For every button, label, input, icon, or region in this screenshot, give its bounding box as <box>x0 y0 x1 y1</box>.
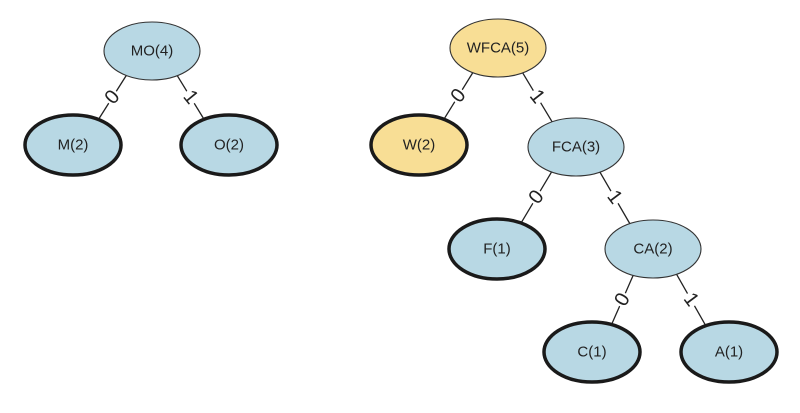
node-mo: MO(4) <box>103 21 201 81</box>
edges-layer: 0 1 0 1 0 1 0 1 <box>94 66 710 332</box>
edge-fca-ca: 1 <box>595 165 634 229</box>
edge-label-group: 1 <box>178 86 202 109</box>
edge-label-gap <box>179 86 202 109</box>
node-a: A(1) <box>679 320 779 384</box>
edge-label-group: 0 <box>524 186 548 209</box>
node-o: O(2) <box>179 113 279 177</box>
node-f: F(1) <box>447 217 547 281</box>
node-label: O(2) <box>214 137 244 154</box>
node-ca: CA(2) <box>604 219 702 279</box>
node-label: FCA(3) <box>552 139 600 156</box>
edge-label-gap <box>447 84 470 107</box>
internal-node-shape <box>527 117 625 177</box>
node-label: M(2) <box>58 137 89 154</box>
edge-label-group: 0 <box>610 289 635 311</box>
node-label: MO(4) <box>131 43 174 60</box>
nodes-layer: MO(4) M(2) O(2) WFCA(5) W(2) FCA(3) F(1) CA(2) C… <box>23 18 779 384</box>
edge-label-gap <box>101 86 124 109</box>
internal-node-shape <box>604 219 702 279</box>
edge-wfca-fca: 1 <box>518 66 556 127</box>
edge-mo-m: 0 <box>94 69 131 126</box>
edge-fca-f: 0 <box>517 165 556 229</box>
node-c: C(1) <box>542 320 642 384</box>
edge-label-gap <box>611 289 634 311</box>
edge-mo-o: 1 <box>172 69 209 126</box>
leaf-node-shape <box>542 320 642 384</box>
edge-label-gap <box>679 288 703 311</box>
node-w: W(2) <box>369 113 469 177</box>
node-label: C(1) <box>577 344 606 361</box>
node-label: A(1) <box>715 344 743 361</box>
leaf-node-shape <box>679 320 779 384</box>
node-label: F(1) <box>483 241 511 258</box>
edge-label-gap <box>525 186 548 209</box>
node-wfca: WFCA(5) <box>449 18 547 78</box>
edge-ca-a: 1 <box>672 267 710 332</box>
node-fca: FCA(3) <box>527 117 625 177</box>
edge-label-group: 0 <box>101 86 125 109</box>
leaf-node-shape <box>179 113 279 177</box>
leaf-node-shape <box>369 113 469 177</box>
edge-label-gap <box>603 186 626 209</box>
edge-wfca-w: 0 <box>439 66 478 126</box>
node-label: CA(2) <box>633 241 672 258</box>
leaf-node-shape <box>447 217 547 281</box>
edge-ca-c: 0 <box>608 269 637 330</box>
internal-node-shape <box>449 18 547 78</box>
edge-label-gap <box>525 85 549 108</box>
node-label: WFCA(5) <box>467 40 530 57</box>
internal-node-shape <box>103 21 201 81</box>
edge-label-group: 1 <box>679 288 703 311</box>
edge-label-group: 1 <box>602 186 626 209</box>
node-m: M(2) <box>23 113 123 177</box>
edge-label-group: 0 <box>446 84 470 107</box>
leaf-node-shape <box>23 113 123 177</box>
node-label: W(2) <box>403 137 436 154</box>
edge-label-group: 1 <box>525 85 549 108</box>
